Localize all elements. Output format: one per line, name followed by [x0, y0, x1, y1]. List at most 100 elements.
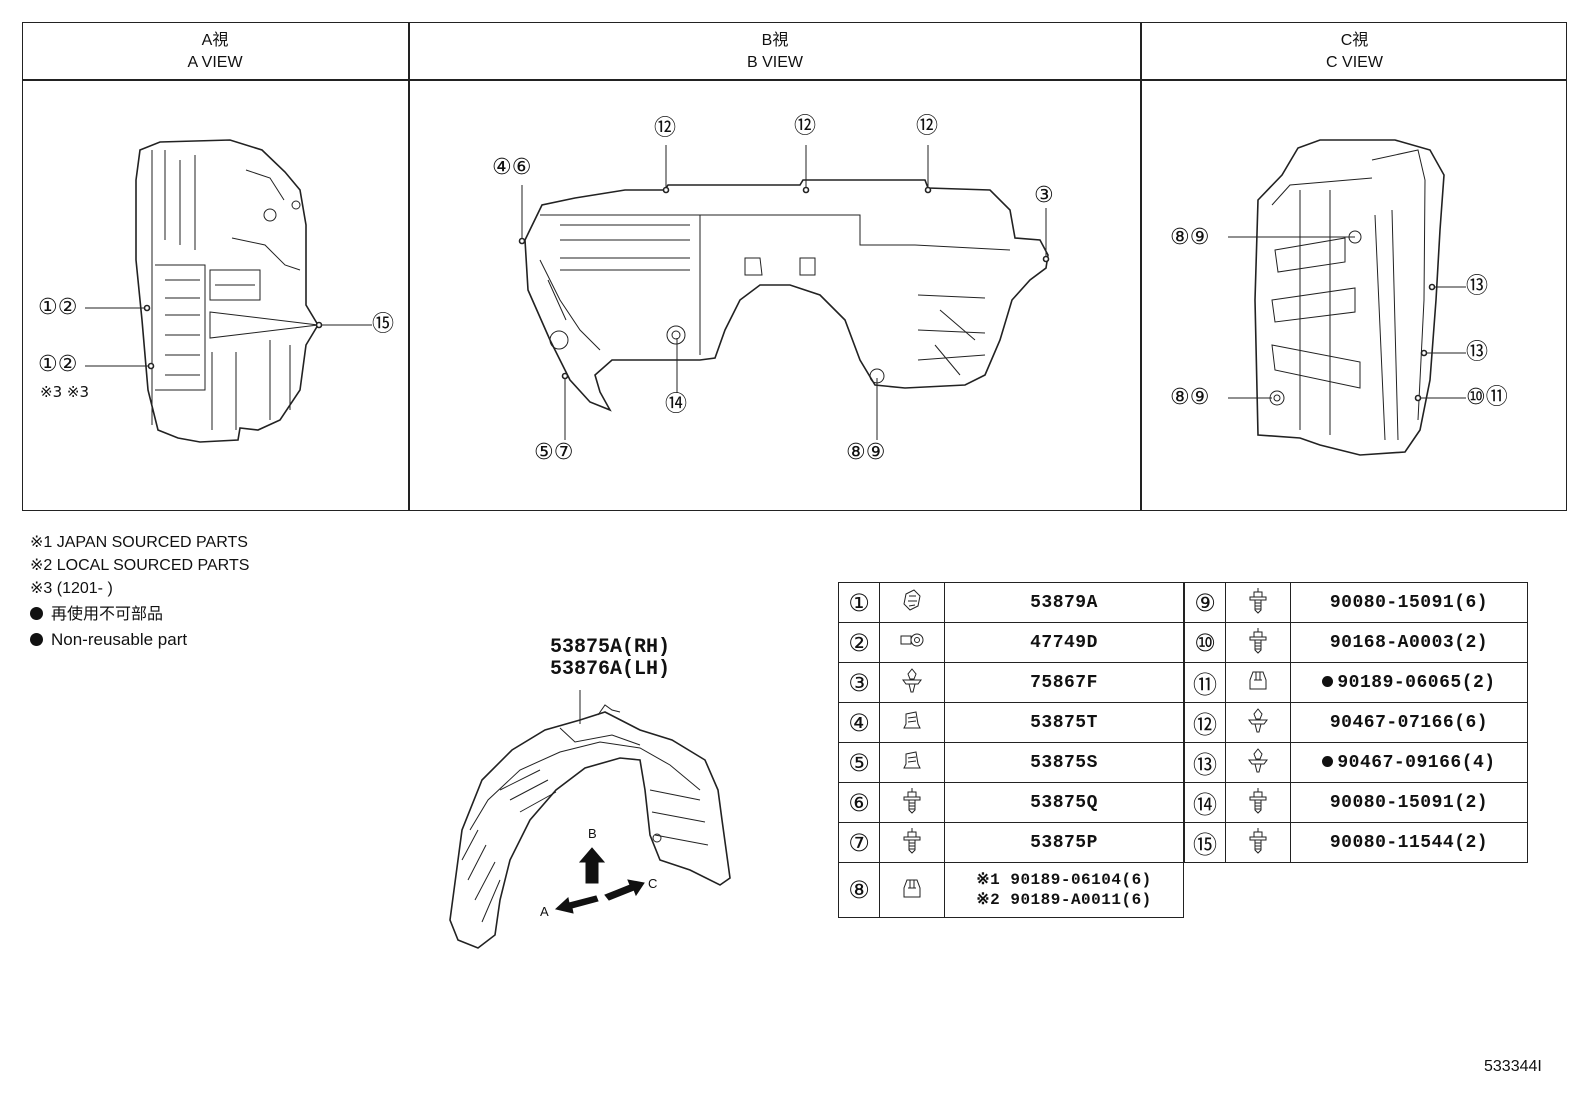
part-number: ⑬	[1184, 742, 1226, 783]
part-number: ⑪	[1184, 662, 1226, 703]
figure-id: 533344I	[1484, 1058, 1542, 1075]
main-part-label: 53875A(RH) 53876A(LH)	[550, 637, 670, 681]
parts-row: ⑪ 90189-06065(2)	[1184, 662, 1528, 703]
callout-13-b: ⑬	[1466, 340, 1489, 365]
part-icon-cell	[879, 822, 945, 863]
push-clip-icon	[1248, 708, 1268, 733]
non-reusable-bullet-icon	[1322, 755, 1334, 767]
parts-row: ⑧※1 90189-06104(6)※2 90189-A0011(6)	[838, 862, 1184, 918]
view-a-title-jp: A視	[201, 32, 229, 49]
part-code: ※1 90189-06104(6)※2 90189-A0011(6)	[944, 862, 1184, 918]
part-code: 53879A	[944, 582, 1184, 623]
part-code: 53875Q	[944, 782, 1184, 823]
part-number: ⑥	[838, 782, 880, 823]
part-icon-cell	[879, 742, 945, 783]
callout-1-2-upper: ①②	[38, 295, 78, 320]
callout-3: ③	[1034, 183, 1054, 208]
arrow-c	[604, 879, 645, 901]
parts-row: ⑦ 53875P	[838, 822, 1184, 863]
part-icon-cell	[879, 582, 945, 623]
part-code-text: 90080-15091(2)	[1329, 792, 1489, 813]
part-code: 90189-06065(2)	[1290, 662, 1528, 703]
arrow-c-label: C	[648, 876, 658, 891]
parts-row: ③ 75867F	[838, 662, 1184, 703]
part-code-text: 90080-11544(2)	[1329, 832, 1489, 853]
part-number: ⑭	[1184, 782, 1226, 823]
view-b-liner-drawing	[518, 145, 1050, 440]
arrow-a-label: A	[540, 904, 549, 919]
callout-note-3: ※3 ※3	[40, 383, 89, 401]
screw-icon	[903, 828, 921, 854]
note-non-reusable-en-text: Non-reusable part	[51, 630, 188, 649]
part-number: ⑦	[838, 822, 880, 863]
nut-clip-icon	[903, 711, 921, 729]
arrow-a	[554, 895, 599, 914]
part-icon-cell	[1225, 702, 1291, 743]
view-divider	[408, 22, 410, 511]
main-part-rh: 53875A(RH)	[550, 636, 671, 659]
parts-row: ⑬ 90467-09166(4)	[1184, 742, 1528, 783]
part-icon-cell	[879, 782, 945, 823]
part-code: 90467-09166(4)	[1290, 742, 1528, 783]
part-code: 75867F	[944, 662, 1184, 703]
bullet-icon	[30, 607, 43, 620]
grommet-icon	[900, 633, 924, 647]
nut-icon	[1249, 671, 1267, 690]
screw-icon	[1249, 588, 1267, 614]
parts-row: ⑭ 90080-15091(2)	[1184, 782, 1528, 823]
view-a-liner-drawing	[85, 139, 372, 443]
callout-10-11: ⑩⑪	[1466, 385, 1508, 410]
part-code-text: 90189-06065(2)	[1337, 672, 1496, 693]
part-code: 90080-15091(2)	[1290, 782, 1528, 823]
part-code: 90080-11544(2)	[1290, 822, 1528, 863]
callout-8-9-c-upper: ⑧⑨	[1170, 225, 1210, 250]
part-code-japan: ※1 90189-06104(6)	[976, 871, 1152, 889]
part-code-text: 90467-07166(6)	[1329, 712, 1489, 733]
views-frame	[22, 22, 1567, 511]
view-b-title-en: B VIEW	[746, 54, 803, 71]
callout-12-b: ⑫	[794, 114, 817, 139]
part-number: ⑩	[1184, 622, 1226, 663]
callout-15: ⑮	[372, 312, 395, 337]
note-japan-sourced: ※1 JAPAN SOURCED PARTS	[30, 534, 248, 551]
nut-icon	[903, 879, 921, 897]
push-clip-icon	[902, 668, 922, 693]
view-c-liner-drawing	[1228, 139, 1466, 456]
screw-icon	[903, 788, 921, 814]
arrow-b	[578, 847, 606, 884]
callout-8-9-c-lower: ⑧⑨	[1170, 385, 1210, 410]
view-b-header: B視 B VIEW	[410, 30, 1140, 74]
part-icon-cell	[879, 702, 945, 743]
part-icon-cell	[1225, 622, 1291, 663]
callout-8-9: ⑧⑨	[846, 440, 886, 465]
part-code: 90080-15091(6)	[1290, 582, 1528, 623]
part-code: 53875S	[944, 742, 1184, 783]
part-code: 53875P	[944, 822, 1184, 863]
non-reusable-bullet-icon	[1322, 675, 1334, 687]
part-number: ③	[838, 662, 880, 703]
part-code: 53875T	[944, 702, 1184, 743]
note-date-range: ※3 (1201- )	[30, 580, 113, 597]
note-non-reusable-jp-text: 再使用不可部品	[51, 606, 164, 623]
callout-13-a: ⑬	[1466, 274, 1489, 299]
main-part-lh: 53876A(LH)	[550, 658, 671, 681]
screw-icon	[1249, 788, 1267, 814]
view-c-header: C視 C VIEW	[1142, 30, 1567, 74]
part-icon-cell	[1225, 662, 1291, 703]
callout-4-6: ④⑥	[492, 155, 532, 180]
part-icon-cell	[879, 862, 945, 918]
part-icon-cell	[1225, 782, 1291, 823]
direction-arrows	[554, 847, 645, 914]
part-number: ⑤	[838, 742, 880, 783]
callout-12-c: ⑫	[916, 114, 939, 139]
part-number: ②	[838, 622, 880, 663]
part-number: ⑫	[1184, 702, 1226, 743]
view-c-title-jp: C視	[1340, 32, 1369, 49]
part-code: 90168-A0003(2)	[1290, 622, 1528, 663]
part-code-text: 90080-15091(6)	[1329, 592, 1489, 613]
screw-icon	[1249, 628, 1267, 654]
